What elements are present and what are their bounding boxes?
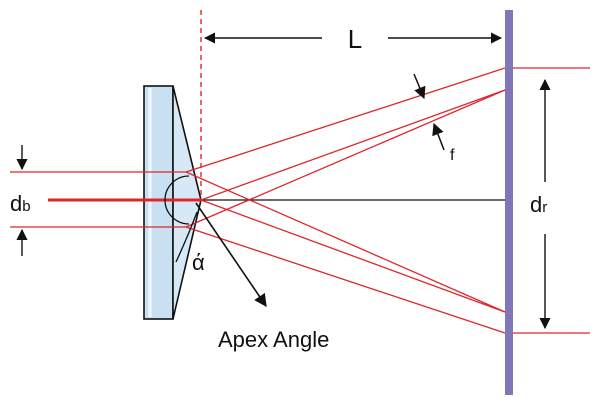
ray-top-1 xyxy=(185,67,506,173)
angle-arc-upper xyxy=(164,175,190,225)
screen xyxy=(505,10,513,395)
ray-cross-1 xyxy=(185,171,506,313)
ray-bottom-1 xyxy=(185,226,506,334)
length-dimension: L xyxy=(203,24,503,54)
ring-diameter-dimension: dr xyxy=(530,78,551,330)
ray-cross-2 xyxy=(185,89,506,228)
refracted-rays xyxy=(185,67,506,334)
f-arrow-bottom xyxy=(432,122,445,151)
ring-width-indicator: f xyxy=(413,73,455,164)
ring-width-label: f xyxy=(450,147,455,164)
beam-diameter-label: db xyxy=(10,191,31,216)
beam-diameter-dimension: db xyxy=(10,145,31,256)
apex-angle-label: Apex Angle xyxy=(218,327,329,352)
angle-label: ά xyxy=(192,250,205,275)
ray-top-2 xyxy=(200,89,506,201)
ray-bottom-2 xyxy=(200,199,506,313)
length-label: L xyxy=(348,24,362,54)
lens-flat-part xyxy=(143,85,174,320)
axicon-lens xyxy=(143,85,202,320)
f-arrow-top xyxy=(413,73,426,100)
lens-cone-part xyxy=(172,85,202,320)
angle-arc-lower xyxy=(175,211,198,263)
incoming-beam xyxy=(10,171,201,228)
ring-diameter-label: dr xyxy=(530,192,547,217)
apex-angle-arrow xyxy=(195,202,267,308)
